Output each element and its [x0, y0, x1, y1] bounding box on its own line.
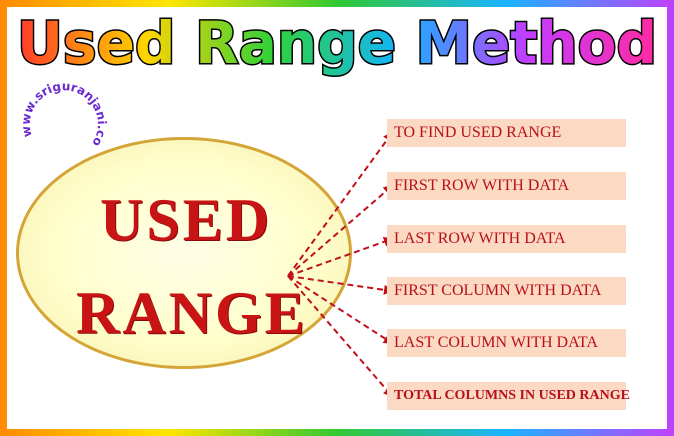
arrow-3 — [287, 236, 394, 277]
item-box-3: LAST ROW WITH DATA — [387, 225, 626, 253]
item-label: FIRST ROW WITH DATA — [394, 177, 570, 194]
arrow-2 — [287, 184, 394, 277]
arrow-6 — [287, 275, 394, 398]
arrow-5 — [287, 275, 394, 345]
item-box-1: TO FIND USED RANGE — [387, 119, 626, 147]
page-title-graphic: Used Range Method — [16, 8, 659, 79]
arrow-4 — [287, 275, 394, 295]
item-label: LAST COLUMN WITH DATA — [394, 334, 598, 351]
page-title: Used Range Method — [17, 9, 657, 77]
center-word-used: USED — [100, 187, 273, 253]
item-label: TO FIND USED RANGE — [394, 124, 562, 141]
watermark-logo: www.sriguranjani.com — [18, 72, 109, 149]
item-box-2: FIRST ROW WITH DATA — [387, 172, 626, 200]
item-label: FIRST COLUMN WITH DATA — [394, 282, 602, 299]
page-title-area: Used Range Method — [0, 0, 674, 80]
arrow-1 — [287, 131, 394, 277]
used-range-ellipse — [16, 137, 352, 369]
item-label: LAST ROW WITH DATA — [394, 230, 566, 247]
item-box-4: FIRST COLUMN WITH DATA — [387, 277, 626, 305]
item-box-5: LAST COLUMN WITH DATA — [387, 329, 626, 357]
center-word-range: RANGE — [76, 280, 308, 346]
item-box-6: TOTAL COLUMNS IN USED RANGE — [387, 382, 630, 410]
item-label: TOTAL COLUMNS IN USED RANGE — [394, 388, 630, 403]
